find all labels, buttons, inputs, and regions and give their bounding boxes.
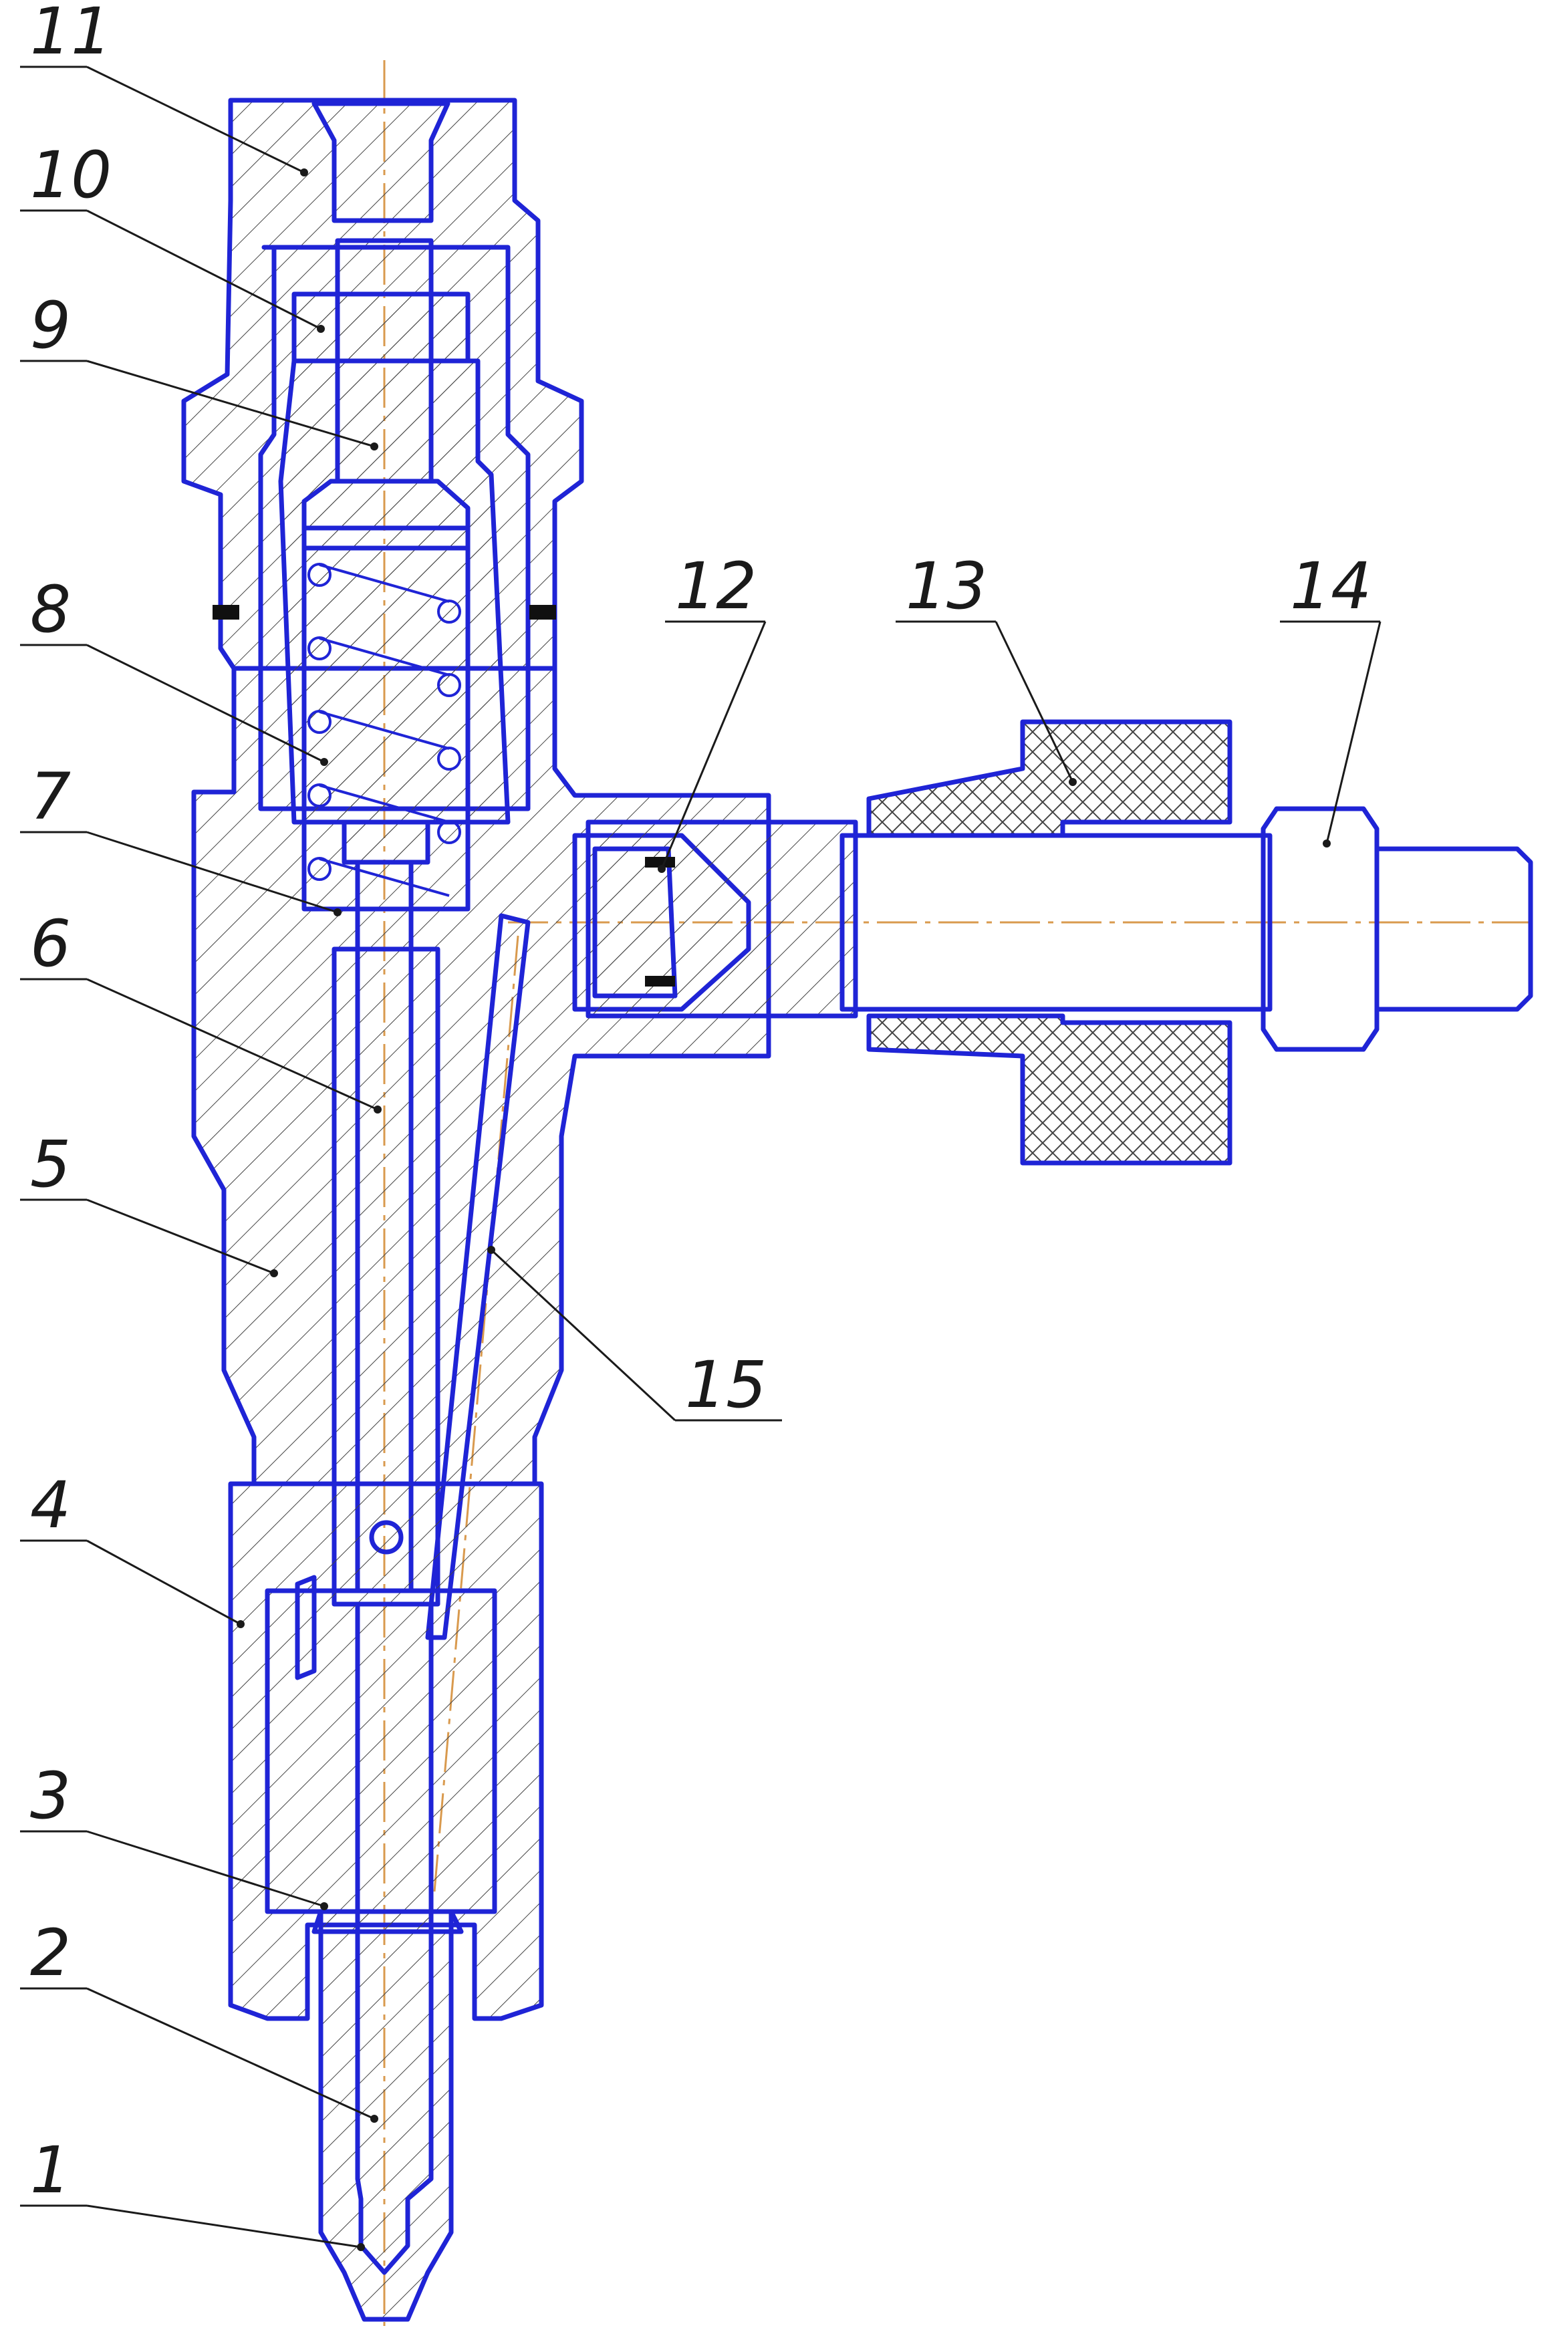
part-2-nozzle-body bbox=[318, 1909, 454, 2322]
filter-cavity bbox=[592, 846, 678, 999]
callout-15: 15 bbox=[685, 1347, 767, 1422]
part-13-banjo-top bbox=[866, 719, 1232, 838]
callout-1: 1 bbox=[30, 2133, 71, 2208]
part-12-filter-housing bbox=[585, 819, 858, 1019]
inlet-tube bbox=[839, 833, 1273, 1012]
callout-labels: 1 2 3 4 5 6 7 8 9 10 11 12 13 14 15 bbox=[30, 0, 1371, 2208]
o-ring-left bbox=[213, 605, 239, 620]
o-ring-right bbox=[529, 605, 556, 620]
spring-chamber bbox=[301, 525, 471, 912]
callout-12: 12 bbox=[675, 549, 757, 624]
part-13-banjo-bottom bbox=[866, 1013, 1232, 1166]
callout-13: 13 bbox=[906, 549, 987, 624]
callout-3: 3 bbox=[30, 1759, 71, 1833]
filter-seal-top bbox=[645, 857, 675, 868]
spring-seat-upper bbox=[301, 479, 471, 551]
callout-11: 11 bbox=[30, 0, 112, 69]
part-14-hex-nut bbox=[1261, 806, 1380, 1052]
nozzle-assembly bbox=[228, 1481, 544, 2322]
callout-7: 7 bbox=[30, 759, 71, 834]
callout-10: 10 bbox=[30, 138, 112, 213]
callout-2: 2 bbox=[30, 1916, 71, 1990]
callout-4: 4 bbox=[30, 1468, 71, 1543]
callout-14: 14 bbox=[1290, 549, 1371, 624]
nut-inner bbox=[265, 1588, 497, 1914]
part-8-spring bbox=[307, 563, 461, 897]
spring-assembly bbox=[213, 238, 556, 912]
cap-top-bore bbox=[311, 101, 450, 223]
callout-9: 9 bbox=[30, 288, 71, 363]
callout-6: 6 bbox=[30, 906, 71, 981]
callout-5: 5 bbox=[30, 1127, 71, 1202]
part-9-sleeve bbox=[278, 358, 511, 825]
part-3-pressure-chamber bbox=[311, 1909, 464, 1934]
part-2-needle bbox=[355, 1601, 434, 2275]
part-7-lower-seat bbox=[342, 819, 430, 865]
dowel-pin bbox=[295, 1575, 317, 1680]
part-14-thread bbox=[1374, 846, 1533, 1012]
part-4-nozzle-nut bbox=[228, 1481, 544, 2021]
callout-leaders bbox=[20, 66, 1382, 2251]
inlet-fitting bbox=[585, 719, 1533, 1166]
callout-8: 8 bbox=[30, 572, 71, 647]
filter-seal-bottom bbox=[645, 976, 675, 987]
